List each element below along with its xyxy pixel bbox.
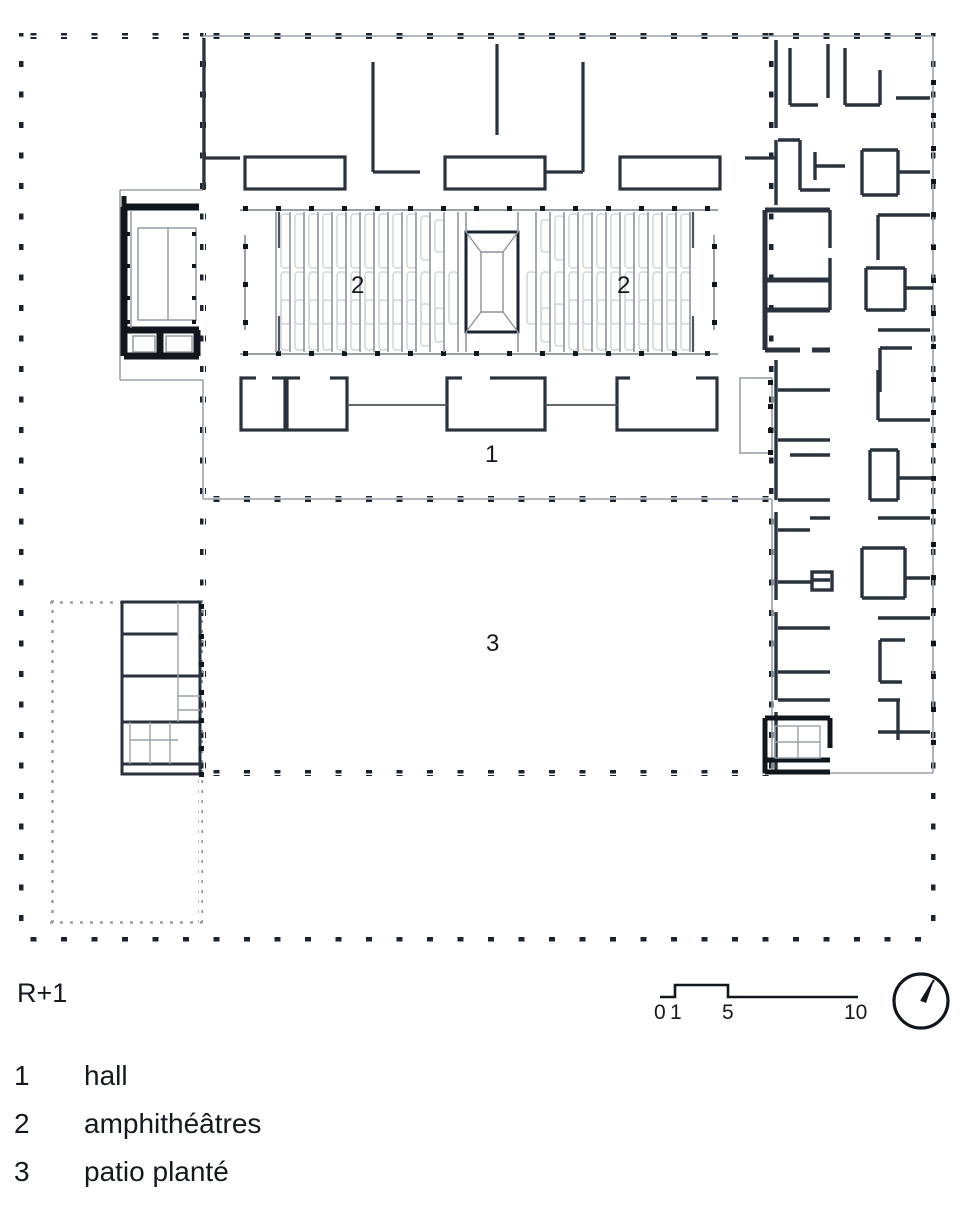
amphitheatre-grid-ticks <box>243 206 710 356</box>
amphitheatre-seating-right <box>526 213 691 351</box>
left-service-block <box>120 196 201 360</box>
scale-tick-0: 0 <box>654 1001 666 1024</box>
amphitheatre-seating-left <box>280 213 459 351</box>
plan-drawing-area: 2 2 1 3 <box>18 33 936 942</box>
legend-item-1: 1 hall <box>14 1060 434 1108</box>
legend: 1 hall 2 amphithéâtres 3 patio planté <box>14 1060 434 1204</box>
legend-item-3: 3 patio planté <box>14 1156 434 1204</box>
scale-bar: 0 1 5 10 <box>650 975 880 1030</box>
amphitheatre-band <box>240 206 718 356</box>
top-wing-rooms <box>243 155 722 191</box>
legend-key-1: 1 <box>14 1060 30 1091</box>
legend-key-3: 3 <box>14 1156 30 1187</box>
floor-plan-svg <box>18 33 936 942</box>
legend-key-2: 2 <box>14 1108 30 1139</box>
amphitheatre-aisles-right <box>535 212 691 352</box>
legend-label-3: patio planté <box>84 1156 229 1187</box>
scale-bar-graphic <box>660 983 858 999</box>
north-arrow <box>890 970 952 1032</box>
north-arrow-icon <box>892 972 950 1030</box>
right-wing-service-core <box>762 715 833 775</box>
floor-level-label: R+1 <box>17 978 68 1008</box>
central-core <box>464 230 520 334</box>
legend-label-1: hall <box>84 1060 128 1091</box>
scale-tick-10: 10 <box>844 1001 868 1024</box>
right-wing-partitions <box>762 40 933 772</box>
legend-item-2: 2 amphithéâtres <box>14 1108 434 1156</box>
hall-rooms <box>239 376 773 455</box>
scale-tick-5: 5 <box>722 1001 734 1024</box>
legend-label-2: amphithéâtres <box>84 1108 262 1139</box>
right-wing-edge-ticks <box>931 80 936 745</box>
amphitheatre-aisles-left <box>275 212 459 352</box>
scale-tick-1: 1 <box>670 1001 682 1024</box>
bottom-left-annex <box>50 600 204 924</box>
top-wing-partitions <box>202 38 775 190</box>
